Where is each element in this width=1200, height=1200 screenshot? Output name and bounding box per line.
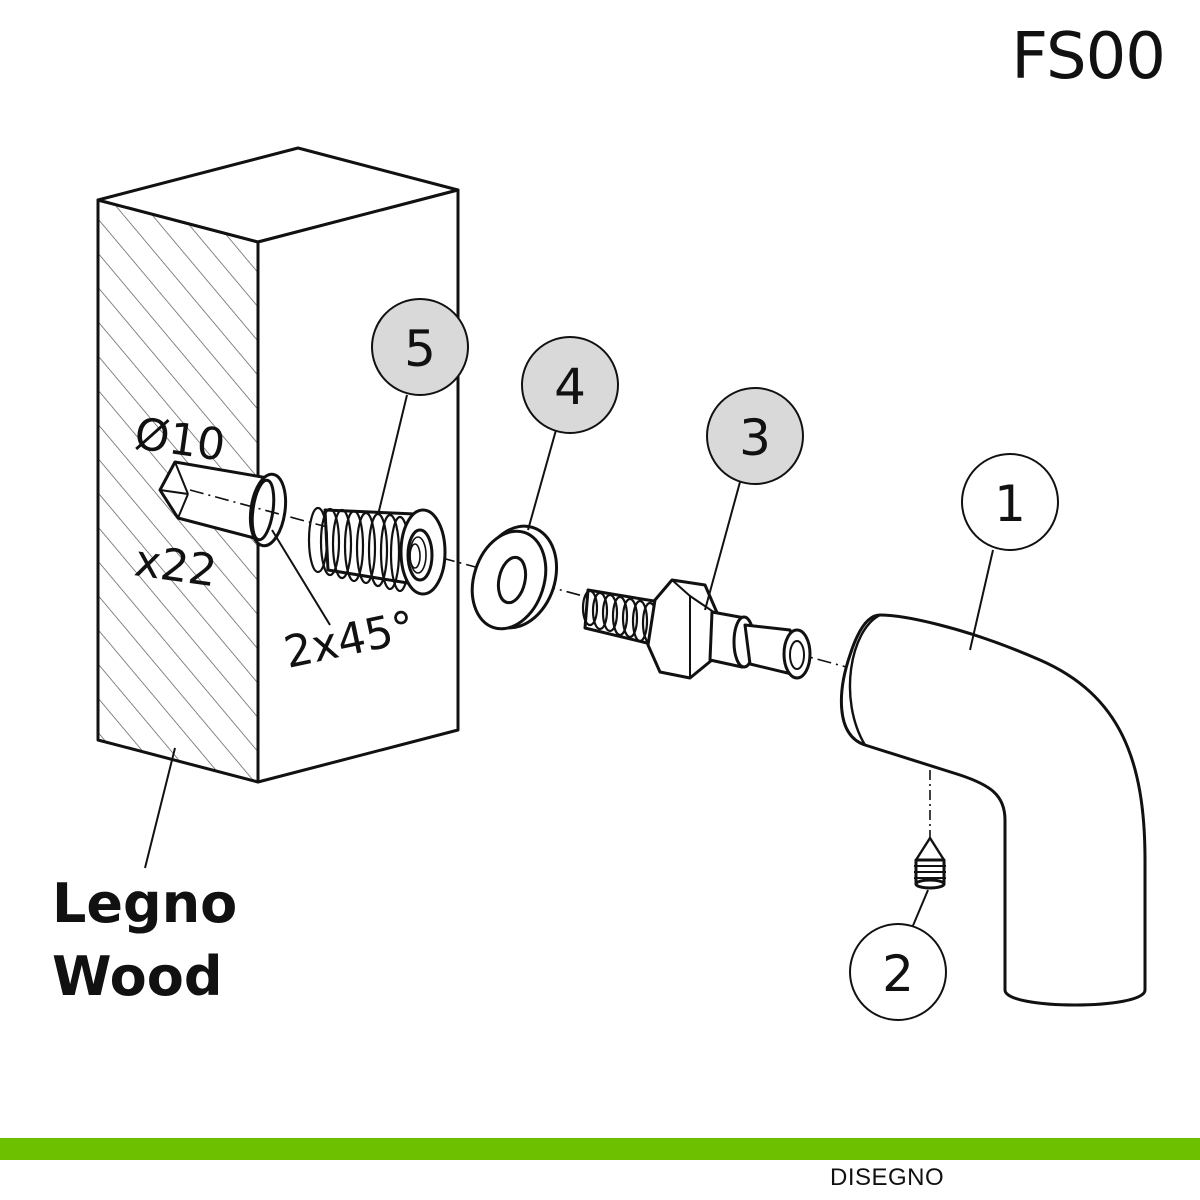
- balloon-circle: [849, 923, 947, 1021]
- footer-accent-bar: [0, 1138, 1200, 1160]
- part-number: 5: [404, 320, 436, 378]
- part-balloon-5: 5: [371, 298, 469, 396]
- wood-side-face: [256, 188, 460, 784]
- leader-2: [911, 889, 929, 929]
- leader-5: [377, 394, 408, 516]
- leader-3: [704, 481, 741, 611]
- leader-4: [527, 429, 557, 531]
- part-number: 4: [554, 358, 586, 416]
- threaded-insert: [307, 506, 447, 596]
- balloon-circle: [706, 387, 804, 485]
- leader-1: [969, 549, 994, 651]
- material-label-it: Legno: [52, 872, 237, 935]
- wood-leader: [144, 747, 176, 869]
- balloon-circle: [521, 336, 619, 434]
- wood-block: [96, 146, 460, 784]
- drilled-hole: [158, 460, 288, 548]
- product-code: FS00: [1011, 20, 1165, 94]
- footer-label: DISEGNO: [830, 1164, 945, 1191]
- part-number: 1: [994, 475, 1026, 533]
- part-number: 2: [882, 945, 914, 1003]
- threaded-stud: [581, 578, 812, 680]
- part-balloon-3: 3: [706, 387, 804, 485]
- part-balloon-4: 4: [521, 336, 619, 434]
- balloon-circle: [961, 453, 1059, 551]
- elbow-bracket: [839, 613, 1147, 1007]
- hole-diameter-label: Ø10: [131, 408, 228, 471]
- hole-depth-label: x22: [131, 535, 219, 597]
- part-number: 3: [739, 409, 771, 467]
- footer-strip: [0, 1160, 1200, 1194]
- balloon-circle: [371, 298, 469, 396]
- set-screw: [914, 836, 946, 890]
- chamfer-leader: [271, 529, 331, 626]
- material-label-en: Wood: [52, 945, 223, 1008]
- part-balloon-2: 2: [849, 923, 947, 1021]
- washer: [470, 524, 559, 631]
- part-balloon-1: 1: [961, 453, 1059, 551]
